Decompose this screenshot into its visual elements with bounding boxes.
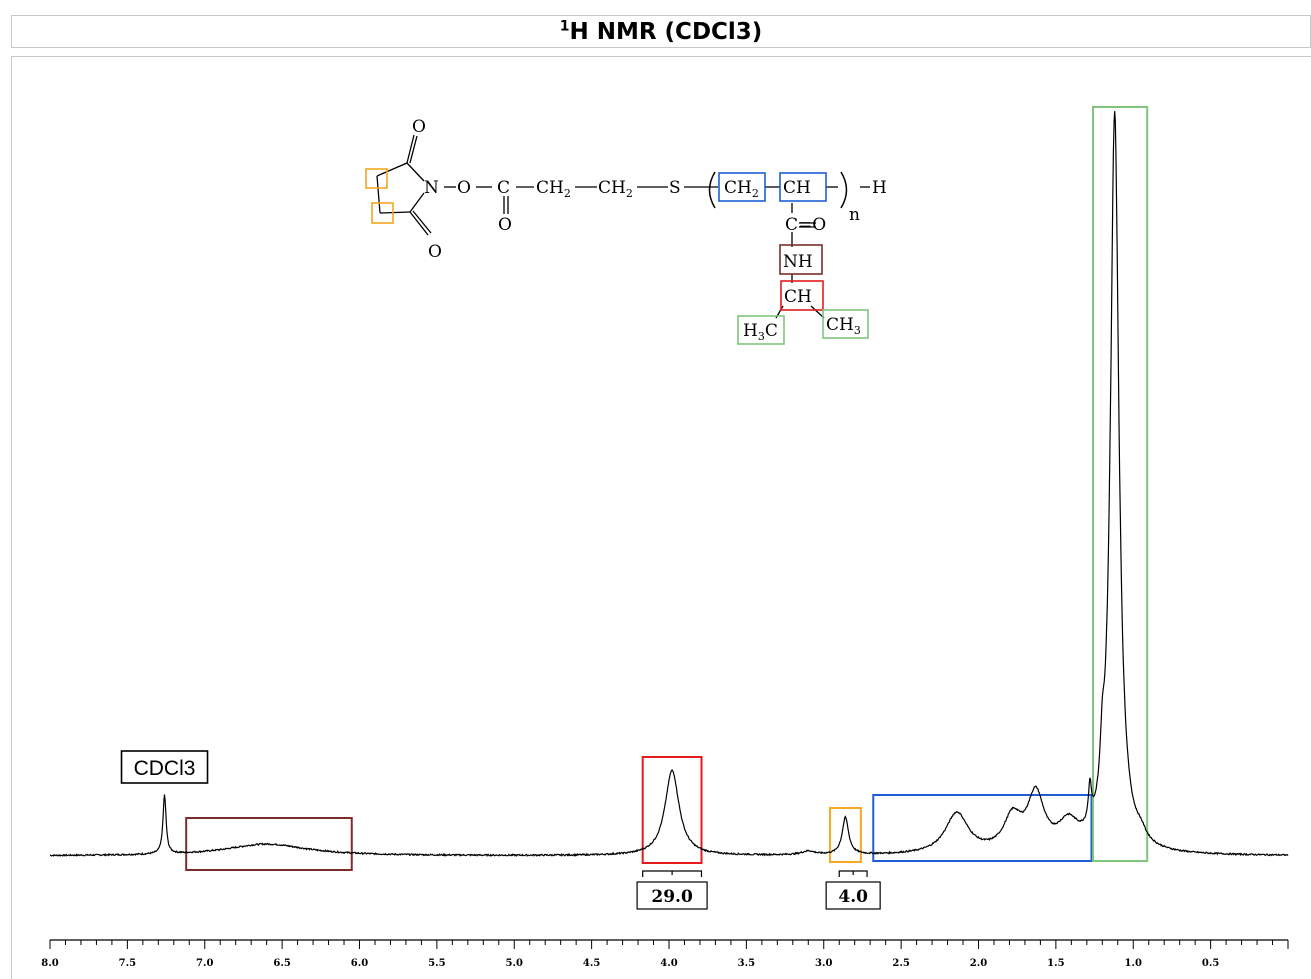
x-tick-label: 4.5: [583, 958, 600, 969]
solvent-label: CDCl3: [134, 757, 196, 780]
chemical-structure: O N O C O O CH2 CH2 S CH2 CH H n C=O NH …: [365, 117, 887, 345]
region-box-brown: [185, 817, 353, 871]
atom-ch-backbone: CH: [783, 178, 811, 198]
close-paren: [840, 171, 848, 209]
atom-c-carbonyl: C: [497, 178, 510, 198]
x-tick-label: 6.5: [273, 958, 290, 969]
x-tick-label: 5.5: [428, 958, 445, 969]
atom-n: N: [424, 178, 439, 198]
nh-box: [779, 244, 823, 275]
h3c-box: [737, 315, 785, 345]
integrals: 29.0 4.0: [636, 870, 881, 910]
spectrum-trace-group: [49, 111, 1289, 858]
spectrum-line: [49, 111, 1289, 858]
atom-h3c: H3C: [743, 321, 778, 343]
ch3-box: [822, 309, 869, 339]
region-box-blue: [872, 794, 1093, 862]
title-superscript: 1: [559, 17, 570, 34]
atom-ch2-b: CH2: [598, 178, 633, 200]
peak-regions: [185, 106, 1149, 871]
atom-ch2-backbone: CH2: [724, 178, 759, 200]
region-box-orange: [828, 807, 862, 863]
x-tick-label: 1.0: [1125, 958, 1142, 969]
atom-ch3: CH3: [826, 315, 861, 337]
x-tick-label: 7.0: [196, 958, 213, 969]
peak-labels: CDCl3: [120, 750, 209, 784]
x-tick-label: 3.5: [738, 958, 755, 969]
integral-box-0: [636, 881, 708, 910]
atom-h-end: H: [872, 178, 887, 198]
atom-nh: NH: [783, 252, 813, 272]
x-tick-label: 4.0: [660, 958, 677, 969]
backbone-ch2-box: [718, 172, 766, 202]
x-tick-label: 6.0: [351, 958, 368, 969]
atom-o-carbonyl: O: [498, 215, 512, 235]
atom-o-ester: O: [457, 178, 471, 198]
atom-c-amide: C=O: [785, 215, 826, 235]
atom-o-top: O: [412, 117, 426, 137]
atom-o-bottom: O: [428, 242, 442, 262]
integral-value-1: 4.0: [838, 887, 868, 907]
x-tick-label: 7.5: [119, 958, 136, 969]
x-tick-label: 5.0: [506, 958, 523, 969]
region-box-red: [641, 756, 703, 864]
plot-frame: [11, 56, 1311, 979]
title-text: H NMR (CDCl3): [569, 18, 763, 45]
structure-highlight-boxes: [365, 168, 869, 345]
atom-ch2-a: CH2: [536, 178, 571, 200]
open-paren: [708, 171, 716, 209]
chart-title: 1H NMR (CDCl3): [560, 19, 763, 45]
integral-box-1: [825, 881, 881, 910]
solvent-label-box: [120, 750, 209, 784]
ring-bonds: [376, 134, 870, 319]
x-tick-label: 1.5: [1047, 958, 1064, 969]
chart-title-bar: 1H NMR (CDCl3): [11, 15, 1311, 48]
region-box-green: [1092, 106, 1149, 862]
x-tick-label: 2.0: [970, 958, 987, 969]
x-tick-label: 8.0: [41, 958, 58, 969]
x-tick-label: 0.5: [1202, 958, 1219, 969]
atom-s: S: [669, 178, 681, 198]
backbone-ch-box: [779, 172, 827, 202]
ring-box-2: [371, 202, 394, 224]
atom-ch-isopropyl: CH: [784, 287, 812, 307]
x-tick-label: 3.0: [815, 958, 832, 969]
repeat-n: n: [849, 205, 860, 225]
ring-box-1: [365, 168, 388, 189]
x-tick-label: 2.5: [892, 958, 909, 969]
ch-box: [780, 280, 824, 311]
integral-value-0: 29.0: [651, 887, 693, 907]
x-axis: 8.0 7.5 7.0 6.5 6.0 5.5 5.0 4.5 4.0 3.5 3.0 2.5 2.0 1…: [41, 939, 1289, 969]
